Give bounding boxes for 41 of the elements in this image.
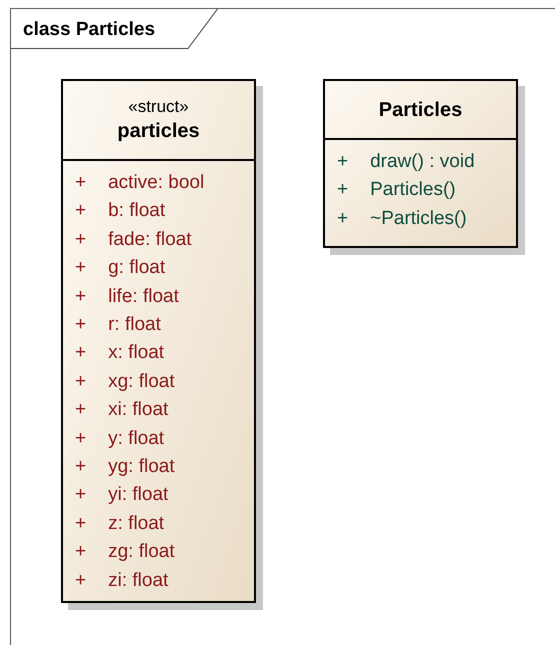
visibility-marker: + (75, 398, 86, 422)
visibility-marker: + (75, 171, 86, 195)
member-text: fade: float (108, 228, 193, 252)
visibility-marker: + (75, 313, 86, 338)
member-text: ~Particles() (370, 206, 468, 231)
visibility-marker: + (337, 150, 348, 174)
member-text: b: float (108, 199, 166, 224)
member-text: yi: float (108, 483, 170, 508)
class-name: Particles (378, 98, 462, 122)
member-text: zg: float (108, 540, 176, 564)
member-text: y: float (108, 426, 166, 451)
visibility-marker: + (75, 568, 86, 593)
visibility-marker: + (75, 540, 86, 564)
visibility-marker: + (75, 426, 86, 451)
member-text: yg: float (108, 455, 176, 480)
visibility-marker: + (75, 256, 86, 280)
member-text: life: float (108, 284, 180, 309)
diagram-frame (10, 8, 555, 645)
member-text: z: float (108, 512, 166, 536)
class-name: particles (117, 119, 200, 144)
visibility-marker: + (337, 206, 348, 231)
visibility-marker: + (337, 178, 348, 202)
visibility-marker: + (75, 228, 86, 252)
member-text: Particles() (370, 178, 457, 202)
visibility-marker: + (75, 455, 86, 480)
visibility-marker: + (75, 284, 86, 309)
visibility-marker: + (75, 370, 86, 394)
member-text: active: bool (108, 171, 206, 195)
member-text: xi: float (108, 398, 170, 422)
visibility-marker: + (75, 483, 86, 508)
stereotype: «struct» (128, 96, 189, 118)
visibility-marker: + (75, 341, 86, 366)
member-text: draw() : void (370, 150, 476, 174)
member-text: zi: float (108, 568, 170, 593)
visibility-marker: + (75, 199, 86, 224)
visibility-marker: + (75, 512, 86, 536)
member-text: r: float (108, 313, 162, 338)
member-text: g: float (108, 256, 166, 280)
member-text: xg: float (108, 370, 176, 394)
member-text: x: float (108, 341, 166, 366)
frame-title: class Particles (23, 18, 156, 42)
